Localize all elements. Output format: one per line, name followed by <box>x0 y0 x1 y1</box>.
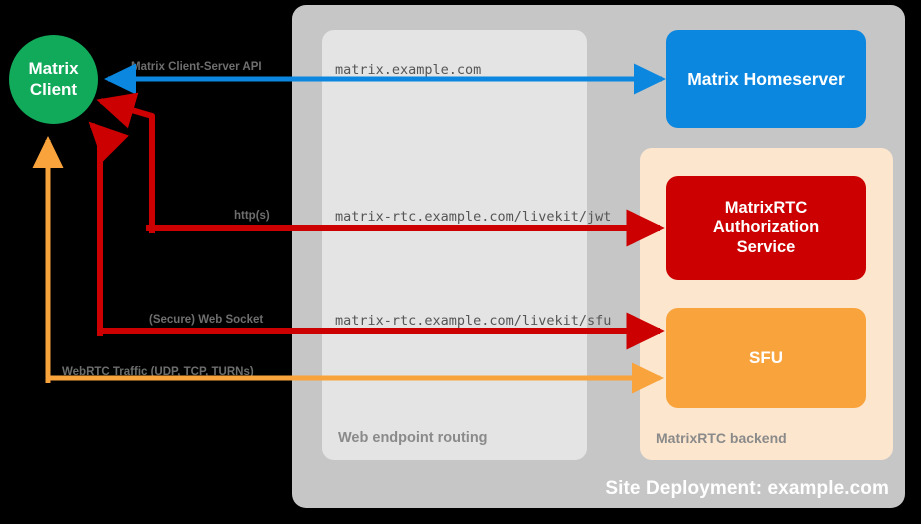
matrix-client-label: Matrix Client <box>28 59 78 99</box>
endpoint-url-sfu: matrix-rtc.example.com/livekit/sfu <box>335 313 612 329</box>
web-endpoint-routing-label: Web endpoint routing <box>338 430 488 446</box>
matrix-homeserver-label: Matrix Homeserver <box>687 68 845 89</box>
matrix-client-label-line2: Client <box>29 79 78 99</box>
site-deployment-label: Site Deployment: example.com <box>605 478 889 499</box>
edge-label-websocket: (Secure) Web Socket <box>149 314 264 326</box>
node-matrix-client[interactable]: Matrix Client <box>9 35 98 124</box>
matrixrtc-backend-label: MatrixRTC backend <box>656 430 787 446</box>
edge-label-client-server-api: Matrix Client-Server API <box>131 61 262 73</box>
endpoint-url-jwt: matrix-rtc.example.com/livekit/jwt <box>335 209 612 225</box>
auth-service-label-line2: Authorization <box>712 218 820 237</box>
auth-service-label: MatrixRTC Authorization Service <box>713 199 819 257</box>
endpoint-url-matrix: matrix.example.com <box>335 62 482 78</box>
edge-label-https: http(s) <box>234 210 270 222</box>
node-sfu[interactable]: SFU <box>666 308 866 408</box>
node-matrix-homeserver[interactable]: Matrix Homeserver <box>666 30 866 128</box>
matrix-client-label-line1: Matrix <box>28 59 79 79</box>
sfu-label: SFU <box>749 347 783 367</box>
edge-label-webrtc: WebRTC Traffic (UDP, TCP, TURNs) <box>62 366 254 378</box>
web-endpoint-routing-container: Web endpoint routing <box>322 30 587 460</box>
auth-service-label-line3: Service <box>736 237 796 256</box>
node-matrixrtc-authorization-service[interactable]: MatrixRTC Authorization Service <box>666 176 866 280</box>
auth-service-label-line1: MatrixRTC <box>724 198 808 217</box>
